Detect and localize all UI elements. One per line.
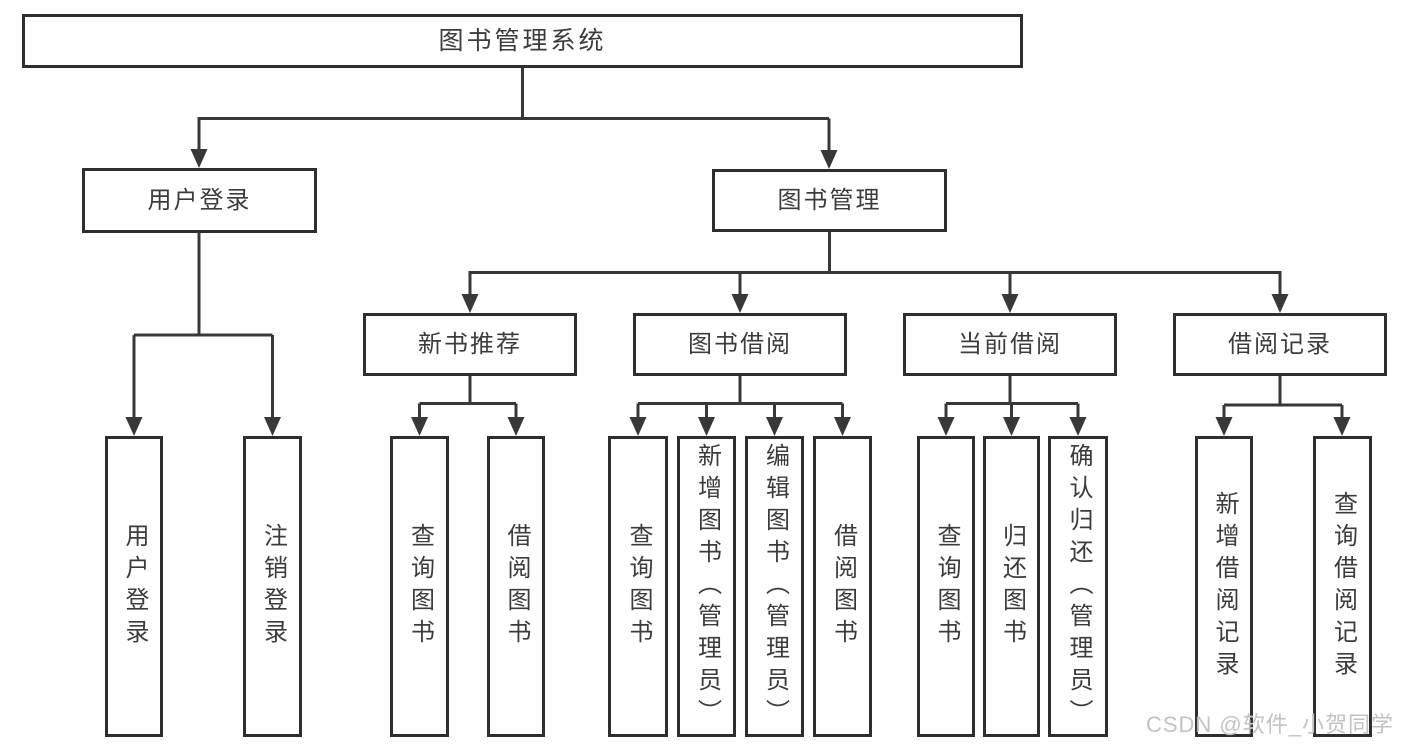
node-label: 查询借阅记录 [1329,490,1357,683]
node-label: 查询图书 [406,522,434,651]
node-confirm-return-admin: 确认归还（管理员） [1048,436,1108,737]
node-logout: 注销登录 [243,436,302,737]
node-label: 新增借阅记录 [1211,490,1238,683]
node-label: 查询图书 [625,522,652,651]
node-label: 图书管理系统 [438,26,607,55]
node-label: 图书管理 [777,186,882,214]
node-borrow-books-1: 借阅图书 [487,436,545,737]
node-label: 查询图书 [933,522,960,651]
node-edit-books-admin: 编辑图书（管理员） [745,436,804,737]
node-add-borrow-record: 新增借阅记录 [1195,436,1253,737]
node-label: 当前借阅 [958,330,1062,358]
node-add-books-admin: 新增图书（管理员） [677,436,736,737]
node-label: 图书借阅 [688,330,792,358]
node-label: 归还图书 [998,522,1026,651]
node-library-management-system: 图书管理系统 [22,14,1023,68]
node-label: 用户登录 [147,186,252,214]
node-book-borrowing: 图书借阅 [633,313,847,376]
node-label: 注销登录 [259,522,287,651]
node-return-books: 归还图书 [983,436,1040,737]
node-label: 新增图书（管理员） [693,442,721,731]
node-book-management: 图书管理 [712,169,947,232]
arrowhead-icons [125,149,1351,436]
node-label: 借阅图书 [829,522,857,651]
node-query-books-3: 查询图书 [917,436,975,737]
node-query-books-2: 查询图书 [608,436,668,737]
node-query-borrow-record: 查询借阅记录 [1313,436,1372,737]
node-label: 确认归还（管理员） [1065,442,1092,731]
node-label: 新书推荐 [418,330,522,358]
node-current-borrowing: 当前借阅 [903,313,1117,376]
node-label: 编辑图书（管理员） [761,442,789,731]
csdn-watermark: CSDN @软件_小贺同学 [1145,712,1394,737]
node-user-login-leaf: 用户登录 [105,436,163,737]
node-label: 借阅记录 [1228,330,1332,358]
node-user-login: 用户登录 [82,168,317,233]
node-borrowing-records: 借阅记录 [1173,313,1387,376]
node-label: 借阅图书 [503,522,530,651]
node-label: 用户登录 [121,522,148,651]
node-query-books-1: 查询图书 [390,436,449,737]
node-borrow-books-2: 借阅图书 [813,436,872,737]
node-new-book-recommend: 新书推荐 [363,313,577,376]
